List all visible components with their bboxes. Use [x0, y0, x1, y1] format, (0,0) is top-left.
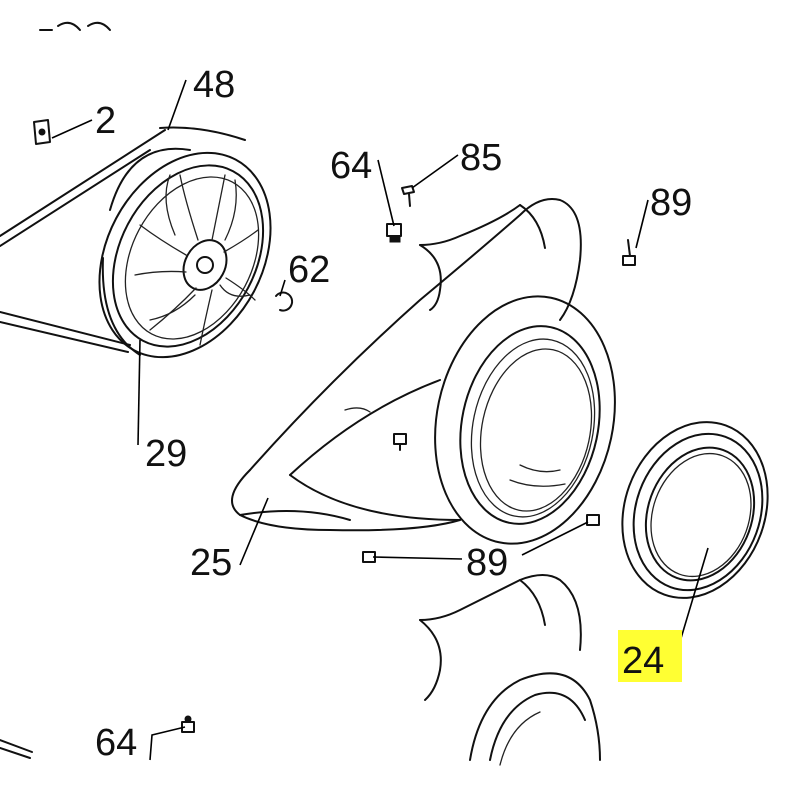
- callout-2: 2: [95, 100, 116, 142]
- clip-part: [33, 119, 51, 145]
- callout-24: 24: [622, 640, 664, 682]
- cropped-label-fragment: [39, 21, 111, 31]
- callout-89-upper: 89: [650, 182, 692, 224]
- callout-29: 29: [145, 433, 187, 475]
- trim-ring-part: [621, 421, 769, 599]
- screw-89-upper: [622, 239, 636, 266]
- strip-part: [0, 739, 33, 759]
- callout-48: 48: [193, 64, 235, 106]
- fastener-64-upper: [386, 223, 402, 243]
- screw-89-mid: [393, 433, 407, 451]
- callout-64-upper: 64: [330, 145, 372, 187]
- callout-62: 62: [288, 249, 330, 291]
- pulley-wheel-part: [98, 147, 272, 359]
- leader-lines: [51, 79, 709, 761]
- fastener-64-lower: [181, 715, 195, 733]
- callout-89-lower: 89: [466, 542, 508, 584]
- callout-64-lower: 64: [95, 722, 137, 764]
- screw-89-right: [586, 514, 600, 526]
- lower-cover-part: [419, 574, 601, 766]
- callout-25: 25: [190, 542, 232, 584]
- highlight-box: [618, 630, 682, 682]
- retaining-ring-part: [275, 291, 294, 312]
- upper-cover-part: [231, 198, 616, 545]
- callout-85: 85: [460, 137, 502, 179]
- screw-85: [401, 185, 415, 207]
